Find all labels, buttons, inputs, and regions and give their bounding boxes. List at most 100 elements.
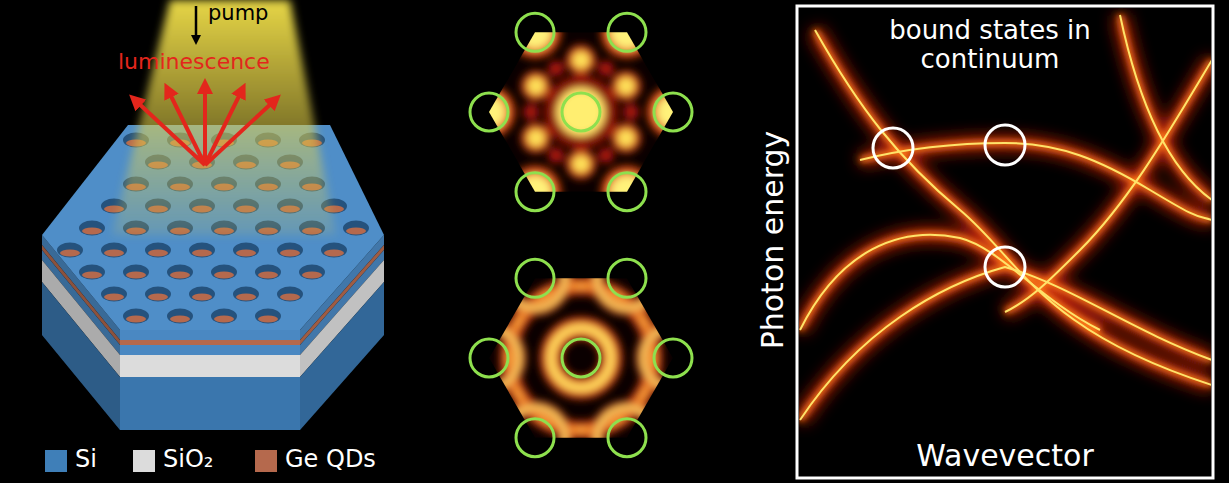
field-map bbox=[611, 71, 641, 101]
hole-qd bbox=[258, 316, 278, 323]
field-map bbox=[598, 147, 614, 163]
field-map bbox=[597, 248, 657, 308]
field-map bbox=[551, 328, 611, 388]
band-glow bbox=[800, 267, 1211, 420]
field-map bbox=[566, 45, 596, 75]
field-map bbox=[459, 328, 519, 388]
field-map bbox=[551, 82, 611, 142]
hole-qd bbox=[192, 294, 212, 301]
hole-qd bbox=[258, 272, 278, 279]
marker-circle bbox=[608, 419, 646, 457]
field-map bbox=[527, 77, 545, 95]
hole bbox=[233, 287, 259, 302]
band-curves bbox=[800, 15, 1211, 420]
hole bbox=[233, 243, 259, 258]
band-halo bbox=[800, 267, 1211, 420]
field-map bbox=[459, 248, 703, 467]
hole bbox=[167, 265, 193, 280]
band-curves bbox=[800, 15, 1211, 420]
field-map bbox=[656, 95, 690, 129]
field-map bbox=[597, 408, 657, 468]
marker-circle bbox=[654, 93, 692, 131]
bic-circle bbox=[985, 247, 1025, 287]
band-halo bbox=[1005, 60, 1211, 312]
marker-circle bbox=[470, 339, 508, 377]
symmetry-point-markers bbox=[470, 13, 692, 210]
hole-qd bbox=[60, 250, 80, 257]
symmetry-point-markers bbox=[470, 259, 692, 456]
hole-qd bbox=[148, 250, 168, 257]
layer bbox=[120, 345, 300, 355]
field-map bbox=[463, 6, 699, 217]
hole bbox=[277, 287, 303, 302]
field-map bbox=[521, 71, 551, 101]
marker-circle bbox=[654, 339, 692, 377]
field-map bbox=[505, 408, 565, 468]
hole-qd bbox=[82, 272, 102, 279]
hole-qd bbox=[324, 250, 344, 257]
field-map bbox=[463, 6, 699, 217]
field-map bbox=[611, 123, 641, 153]
field-map bbox=[601, 6, 653, 58]
marker-circle bbox=[562, 93, 600, 131]
hole bbox=[123, 265, 149, 280]
emission-arrow bbox=[203, 86, 207, 165]
marker-circle bbox=[516, 419, 554, 457]
annotation: bound states in continuum bbox=[870, 16, 1110, 73]
band-line bbox=[815, 30, 1211, 385]
pump-arrow bbox=[195, 6, 198, 40]
field-map bbox=[509, 6, 561, 58]
hole-qd bbox=[280, 250, 300, 257]
axis-title: Wavevector bbox=[916, 439, 1094, 472]
field-map bbox=[505, 408, 565, 468]
field-map bbox=[527, 129, 545, 147]
hole bbox=[189, 243, 215, 258]
hole-qd bbox=[148, 294, 168, 301]
field-map bbox=[572, 155, 590, 173]
marker-circle bbox=[516, 173, 554, 211]
field-map bbox=[459, 248, 703, 467]
hole-qd bbox=[280, 294, 300, 301]
field-map bbox=[523, 104, 539, 120]
marker-circle bbox=[470, 93, 508, 131]
hole-qd bbox=[170, 316, 190, 323]
layer bbox=[120, 330, 300, 340]
hole-qd bbox=[82, 228, 102, 235]
field-map bbox=[597, 408, 657, 468]
layer bbox=[120, 355, 300, 377]
marker-circle bbox=[516, 259, 554, 297]
field-map bbox=[548, 61, 564, 77]
field-map bbox=[463, 86, 515, 138]
hole bbox=[343, 221, 369, 236]
hole bbox=[255, 309, 281, 324]
marker-circle bbox=[608, 13, 646, 51]
luminescence-arrows bbox=[135, 86, 275, 165]
emission-arrow bbox=[205, 100, 275, 165]
hole bbox=[145, 243, 171, 258]
emission-arrow bbox=[135, 100, 205, 165]
emission-arrow bbox=[205, 90, 242, 165]
hole bbox=[211, 265, 237, 280]
field-map bbox=[472, 95, 506, 129]
marker-circle bbox=[608, 259, 646, 297]
band-line bbox=[1120, 15, 1211, 200]
field-map bbox=[598, 61, 614, 77]
bic-circle bbox=[873, 128, 913, 168]
field-map bbox=[617, 129, 635, 147]
hole-qd bbox=[126, 316, 146, 323]
hole-qd bbox=[214, 272, 234, 279]
marker-circle bbox=[608, 173, 646, 211]
legend-swatch bbox=[133, 450, 155, 472]
hole bbox=[299, 265, 325, 280]
field-map bbox=[623, 104, 639, 120]
hole bbox=[167, 309, 193, 324]
hole bbox=[255, 265, 281, 280]
hole bbox=[321, 243, 347, 258]
legend-swatch bbox=[45, 450, 67, 472]
band-line bbox=[1005, 60, 1211, 312]
legend-text: Ge QDs bbox=[285, 446, 376, 472]
hole bbox=[101, 243, 127, 258]
field-map bbox=[647, 86, 699, 138]
hole-qd bbox=[126, 272, 146, 279]
